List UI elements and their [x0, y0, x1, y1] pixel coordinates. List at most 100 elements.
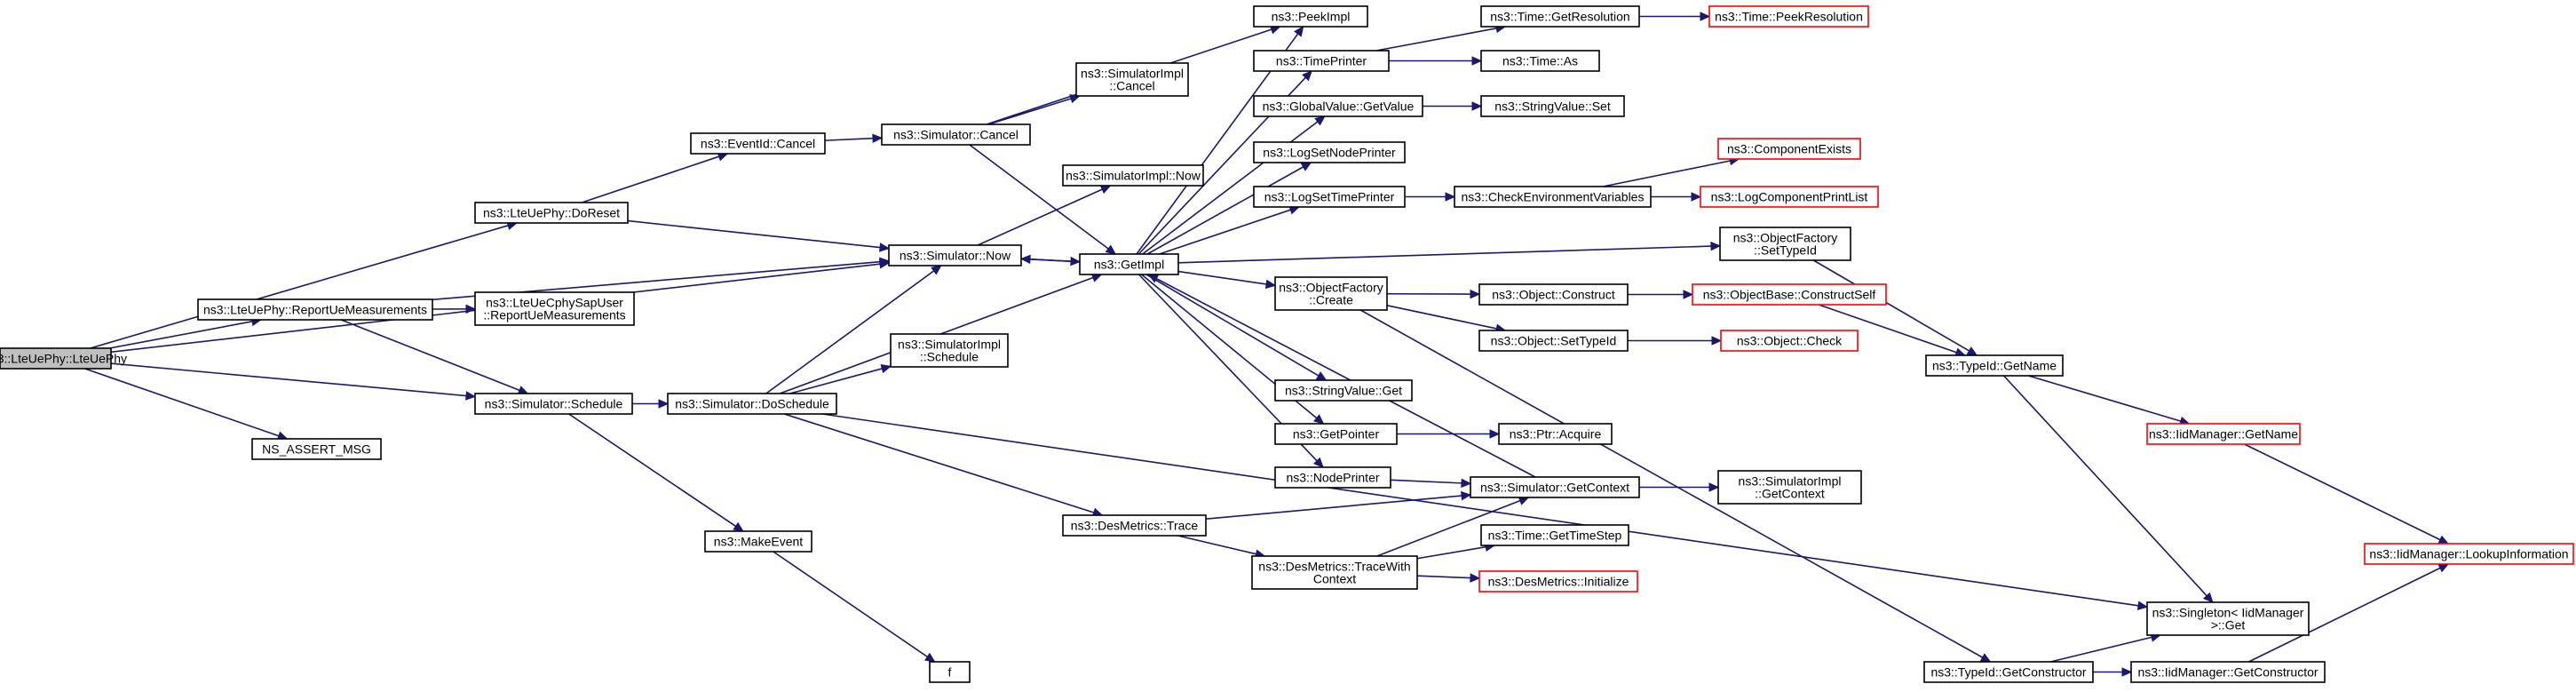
node-objcheck[interactable]: ns3::Object::Check	[1720, 330, 1859, 352]
node-tidgetctor[interactable]: ns3::TypeId::GetConstructor	[1923, 661, 2094, 683]
edge-tidgetname-to-singleton	[2003, 375, 2207, 597]
node-peekimpl[interactable]: ns3::PeekImpl	[1253, 5, 1368, 28]
node-lognode[interactable]: ns3::LogSetNodePrinter	[1253, 141, 1406, 163]
node-label-singleton: >::Get	[2211, 618, 2246, 632]
node-eventcancel[interactable]: ns3::EventId::Cancel	[690, 132, 826, 155]
node-iidgetname[interactable]: ns3::IidManager::GetName	[2146, 423, 2301, 445]
node-label-lognode: ns3::LogSetNodePrinter	[1263, 146, 1396, 160]
node-objconstruct[interactable]: ns3::Object::Construct	[1478, 283, 1629, 306]
node-box-timeprinter	[1253, 50, 1390, 72]
node-box-getpointer	[1274, 423, 1398, 445]
node-label-timestep: ns3::Time::GetTimeStep	[1488, 529, 1622, 543]
edge-simgetctx-to-getimpl	[1155, 277, 1536, 478]
node-box-tidgetname	[1925, 354, 2064, 377]
node-implschedule[interactable]: ns3::SimulatorImpl::Schedule	[890, 333, 1009, 368]
node-label-assert: NS_ASSERT_MSG	[262, 442, 371, 457]
arrowhead-getimpl-to-timeprinter	[1302, 70, 1312, 82]
edge-destrace-to-simgetctx	[1205, 495, 1462, 520]
node-label-nodeprinter: ns3::NodePrinter	[1286, 471, 1379, 485]
node-makeevent[interactable]: ns3::MakeEvent	[704, 530, 812, 553]
node-timestep[interactable]: ns3::Time::GetTimeStep	[1480, 524, 1629, 546]
node-ofsettype[interactable]: ns3::ObjectFactory::SetTypeId	[1719, 227, 1851, 261]
edge-getimpl-to-lognode	[1146, 166, 1304, 255]
node-box-ofsettype	[1719, 227, 1851, 261]
node-tidgetname[interactable]: ns3::TypeId::GetName	[1925, 354, 2064, 377]
node-f[interactable]: f	[929, 661, 971, 683]
edge-eventcancel-to-simcancel	[824, 137, 874, 141]
node-implnow[interactable]: ns3::SimulatorImpl::Now	[1062, 164, 1204, 187]
node-box-makeevent	[704, 530, 812, 553]
node-destrace[interactable]: ns3::DesMetrics::Trace	[1062, 514, 1207, 537]
node-label-tidgetctor: ns3::TypeId::GetConstructor	[1930, 665, 2086, 680]
node-label-timeprinter: ns3::TimePrinter	[1276, 54, 1367, 68]
arrowhead-simgetctx-to-implgetctx	[1708, 482, 1720, 492]
node-checkenv[interactable]: ns3::CheckEnvironmentVariables	[1454, 186, 1652, 208]
edge-doschedule-to-simnow	[765, 270, 935, 394]
node-sapuser[interactable]: ns3::LteUeCphySapUser::ReportUeMeasureme…	[474, 291, 635, 326]
node-implcancel[interactable]: ns3::SimulatorImpl::Cancel	[1075, 62, 1189, 97]
node-implgetctx[interactable]: ns3::SimulatorImpl::GetContext	[1717, 470, 1862, 505]
node-label-logcomp: ns3::LogComponentPrintList	[1711, 190, 1868, 204]
node-svget[interactable]: ns3::StringValue::Get	[1274, 379, 1413, 402]
node-timeprinter[interactable]: ns3::TimePrinter	[1253, 50, 1390, 72]
node-objsettype[interactable]: ns3::Object::SetTypeId	[1478, 330, 1629, 352]
node-label-svset: ns3::StringValue::Set	[1494, 99, 1611, 114]
node-ofcreate[interactable]: ns3::ObjectFactory::Create	[1274, 276, 1388, 311]
node-lookup[interactable]: ns3::IidManager::LookupInformation	[2364, 543, 2574, 565]
node-singleton[interactable]: ns3::Singleton< IidManager>::Get	[2146, 601, 2310, 636]
node-getpointer[interactable]: ns3::GetPointer	[1274, 423, 1398, 445]
node-simgetctx[interactable]: ns3::Simulator::GetContext	[1470, 476, 1640, 498]
node-timeas[interactable]: ns3::Time::As	[1480, 50, 1600, 72]
arrowhead-getimpl-to-ofcreate	[1264, 279, 1277, 290]
node-gvget[interactable]: ns3::GlobalValue::GetValue	[1253, 95, 1423, 117]
node-box-getres	[1480, 5, 1640, 28]
arrowhead-gvget-to-svset	[1471, 101, 1483, 111]
node-box-logcomp	[1700, 186, 1879, 208]
node-getres[interactable]: ns3::Time::GetResolution	[1480, 5, 1640, 28]
node-getimpl[interactable]: ns3::GetImpl	[1079, 253, 1179, 275]
node-svset[interactable]: ns3::StringValue::Set	[1480, 95, 1625, 117]
arrowhead-getimpl-to-simnow	[1019, 254, 1031, 265]
node-doreset[interactable]: ns3::LteUePhy::DoReset	[474, 202, 629, 224]
node-label-tidgetname: ns3::TypeId::GetName	[1932, 359, 2057, 373]
node-box-f	[929, 661, 971, 683]
node-assert[interactable]: NS_ASSERT_MSG	[251, 438, 382, 460]
node-root[interactable]: ns3::LteUePhy::LteUePhy	[0, 347, 127, 370]
node-iidgetctor[interactable]: ns3::IidManager::GetConstructor	[2130, 661, 2326, 683]
node-label-getimpl: ns3::GetImpl	[1094, 258, 1164, 272]
node-doschedule[interactable]: ns3::Simulator::DoSchedule	[667, 393, 837, 415]
node-compexists[interactable]: ns3::ComponentExists	[1717, 138, 1861, 160]
node-reportue[interactable]: ns3::LteUePhy::ReportUeMeasurements	[197, 298, 433, 321]
call-nodes: ns3::LteUePhy::LteUePhy ns3::LteUePhy::Do…	[0, 5, 2574, 683]
node-ptracquire[interactable]: ns3::Ptr::Acquire	[1498, 423, 1613, 445]
node-box-tidgetctor	[1923, 661, 2094, 683]
edge-tracewith-to-desinit	[1416, 575, 1471, 579]
arrowhead-destrace-to-simgetctx	[1461, 490, 1472, 501]
node-peekres[interactable]: ns3::Time::PeekResolution	[1708, 5, 1869, 28]
edge-reportue-to-schedule	[340, 319, 520, 392]
node-schedule[interactable]: ns3::Simulator::Schedule	[474, 393, 633, 415]
node-label-desinit: ns3::DesMetrics::Initialize	[1488, 575, 1629, 589]
node-simnow[interactable]: ns3::Simulator::Now	[888, 244, 1022, 266]
node-label-implcancel: ns3::SimulatorImpl	[1081, 67, 1184, 81]
node-nodeprinter[interactable]: ns3::NodePrinter	[1274, 466, 1391, 489]
edge-objbase-to-tidgetname	[1818, 304, 1957, 354]
node-logtime[interactable]: ns3::LogSetTimePrinter	[1253, 186, 1406, 208]
arrowhead-doschedule-to-singleton	[2136, 601, 2149, 610]
node-box-simnow	[888, 244, 1022, 266]
edge-doschedule-to-singleton	[821, 413, 2139, 607]
node-label-root: ns3::LteUePhy::LteUePhy	[0, 352, 127, 366]
node-logcomp[interactable]: ns3::LogComponentPrintList	[1700, 186, 1879, 208]
edge-checkenv-to-compexists	[1603, 160, 1731, 187]
arrowhead-eventcancel-to-simcancel	[872, 133, 884, 143]
node-box-desinit	[1478, 570, 1638, 593]
node-desinit[interactable]: ns3::DesMetrics::Initialize	[1478, 570, 1638, 593]
call-edges	[84, 12, 2450, 677]
node-box-timestep	[1480, 524, 1629, 546]
node-objbase[interactable]: ns3::ObjectBase::ConstructSelf	[1692, 283, 1887, 306]
arrowhead-root-to-schedule	[465, 391, 477, 401]
edge-root-to-schedule	[110, 362, 467, 397]
node-simcancel[interactable]: ns3::Simulator::Cancel	[881, 123, 1031, 146]
arrowhead-checkenv-to-logcomp	[1691, 192, 1702, 202]
